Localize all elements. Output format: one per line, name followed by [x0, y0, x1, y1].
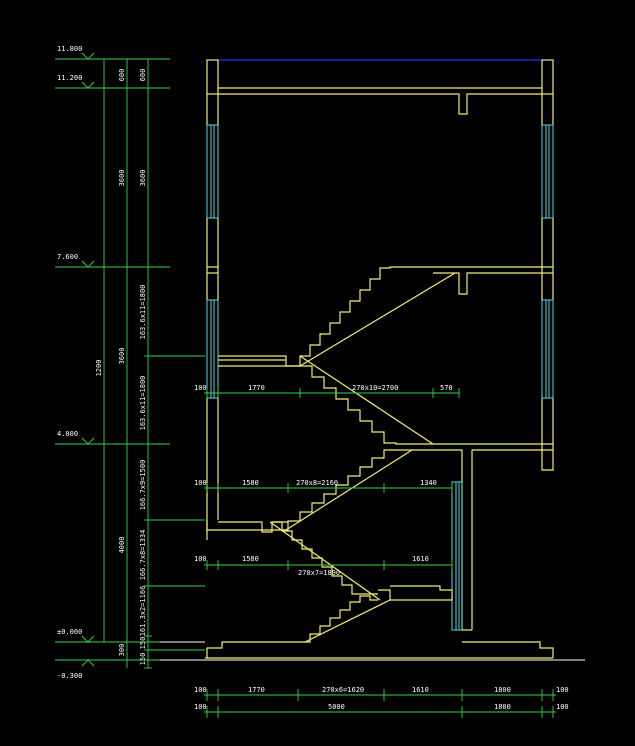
- building-section: [160, 59, 585, 661]
- dim-text: 100: [556, 703, 569, 711]
- level-label: ±0.000: [57, 628, 82, 636]
- total-height-label: 1200: [95, 360, 103, 377]
- stair-dimension-row-1: 100 1770 270x10=2700 570: [194, 384, 460, 398]
- stair-dimension-row-2: 100 1580 270x8=2160 1340: [194, 479, 453, 493]
- parapet-right: [541, 59, 554, 95]
- dim-text: 100: [194, 555, 207, 563]
- vertical-dimensions: 1200 600 3600 3600 4000 300 600 3600 163…: [95, 58, 205, 669]
- stair-dimension-row-3: 100 1580 270x7=1890 1610: [194, 555, 453, 577]
- dim-text: 100: [194, 479, 207, 487]
- dim-label: 150: [139, 637, 147, 650]
- dim-text: 270x6=1620: [322, 686, 364, 694]
- dim-label: 150: [139, 653, 147, 666]
- level-label: -0.300: [57, 672, 82, 680]
- level-markers: 11.800 11.200 7.600 4.000 ±0.000 -0.300: [55, 45, 170, 680]
- level-label: 7.600: [57, 253, 78, 261]
- level-marker: 11.800: [55, 45, 170, 60]
- dim-label: 4000: [118, 537, 126, 554]
- parapet-left: [206, 59, 219, 95]
- stair-flight-fourth: [269, 521, 381, 601]
- window-right-middle: [541, 299, 554, 399]
- dim-text: 100: [194, 384, 207, 392]
- dim-text: 100: [194, 686, 207, 694]
- level-marker: -0.300: [55, 659, 170, 680]
- dim-text: 270x7=1890: [298, 569, 340, 577]
- dim-text: 1770: [248, 686, 265, 694]
- window-stair-right: [451, 481, 463, 631]
- level-marker: 11.200: [55, 74, 170, 89]
- window-left-upper: [206, 124, 219, 219]
- dim-text: 1610: [412, 555, 429, 563]
- dim-label: 3600: [118, 348, 126, 365]
- dim-text: 570: [440, 384, 453, 392]
- roof-slab: [218, 93, 542, 115]
- level-label: 11.200: [57, 74, 82, 82]
- dim-label: 300: [118, 644, 126, 657]
- dim-label: 163.6x11=1800: [139, 285, 147, 340]
- dim-text: 100: [194, 703, 207, 711]
- window-left-middle: [206, 299, 219, 399]
- dim-label: 3600: [118, 170, 126, 187]
- level-marker: 4.000: [55, 430, 170, 445]
- dim-text: 1610: [412, 686, 429, 694]
- stair-flight-third: [206, 449, 433, 531]
- dim-text: 1580: [242, 479, 259, 487]
- dim-label: 163.6x11=1800: [139, 376, 147, 431]
- dim-text: 100: [556, 686, 569, 694]
- stair-flight-upper: [218, 266, 456, 367]
- window-right-upper: [541, 124, 554, 219]
- dim-text: 1340: [420, 479, 437, 487]
- dim-text: 270x10=2700: [352, 384, 398, 392]
- dim-label: 600: [118, 69, 126, 82]
- bottom-dimension-row-1: 100 1770 270x6=1620 1610 1800 100: [194, 686, 569, 701]
- level-marker: ±0.000: [55, 628, 170, 643]
- dim-label: 166.7x9=1500: [139, 460, 147, 511]
- level-label: 4.000: [57, 430, 78, 438]
- dim-label: 161.3x2=1166: [139, 586, 147, 637]
- dim-text: 1770: [248, 384, 265, 392]
- stair-flight-ground: [298, 595, 391, 643]
- level-marker: 7.600: [55, 253, 170, 268]
- stair-flight-second: [299, 355, 434, 445]
- dim-text: 270x8=2160: [296, 479, 338, 487]
- level-label: 11.800: [57, 45, 82, 53]
- dim-label: 3600: [139, 170, 147, 187]
- dim-text: 5000: [328, 703, 345, 711]
- dim-text: 1800: [494, 686, 511, 694]
- dim-text: 1580: [242, 555, 259, 563]
- bottom-dimension-row-2: 100 5000 1800 100: [194, 703, 569, 718]
- dim-label: 600: [139, 69, 147, 82]
- dim-text: 1800: [494, 703, 511, 711]
- dim-label: 166.7x8=1334: [139, 530, 147, 581]
